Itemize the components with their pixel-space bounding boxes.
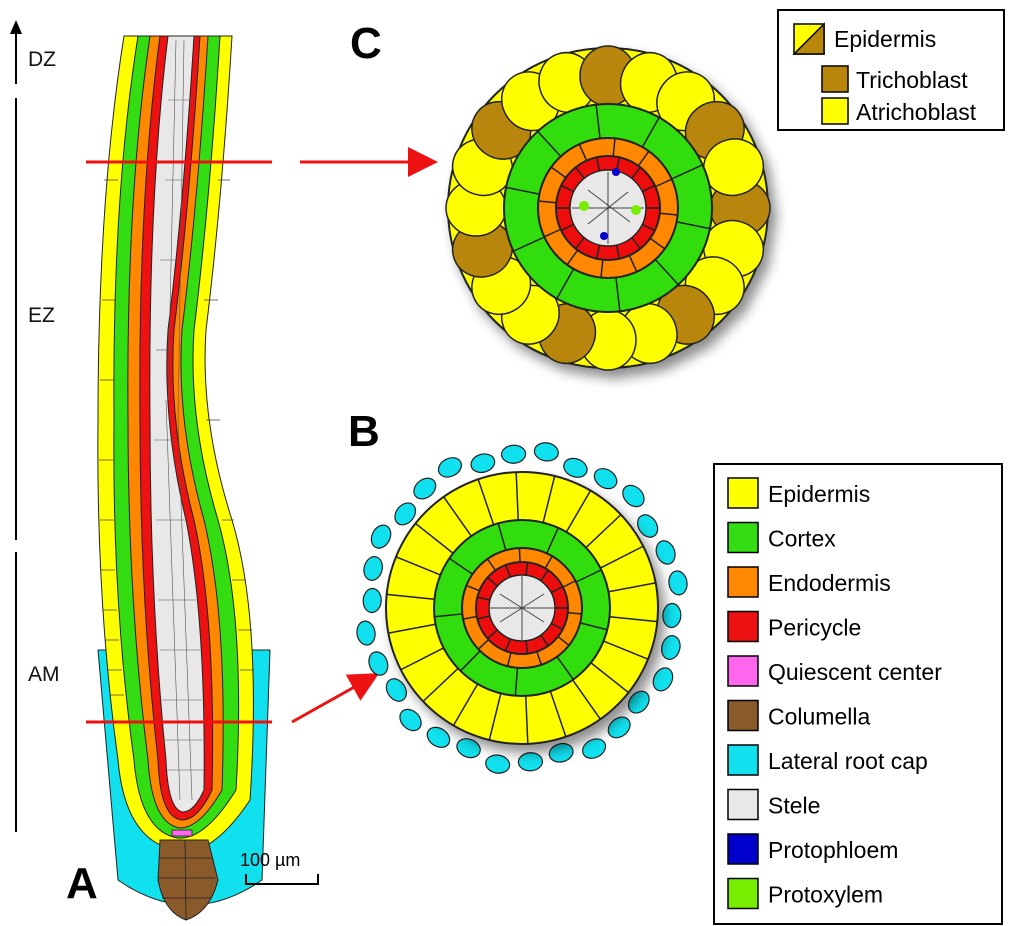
legend-b-swatch-pericycle (728, 612, 758, 642)
legend-c: Epidermis Trichoblast Atrichoblast (778, 10, 1004, 130)
legend-b-swatch-protophloem (728, 834, 758, 864)
legend-b: EpidermisCortexEndodermisPericycleQuiesc… (714, 464, 1002, 924)
lateral-root-cap-cell (410, 474, 440, 503)
columella (158, 840, 218, 920)
legend-b-label-cortex: Cortex (768, 526, 836, 552)
lateral-root-cap-cell (561, 455, 590, 480)
lateral-root-cap-cell (518, 752, 543, 771)
zone-axis: DZ EZ AM (10, 20, 60, 832)
legend-b-label-endodermis: Endodermis (768, 570, 891, 596)
legend-c-title-swatch (794, 24, 824, 54)
legend-b-swatch-endodermis (728, 567, 758, 597)
legend-b-swatch-lateral-root-cap (728, 745, 758, 775)
legend-b-swatch-columella (728, 701, 758, 731)
lateral-root-cap-cell (361, 555, 385, 583)
lateral-root-cap-cell (653, 538, 678, 567)
legend-b-swatch-cortex (728, 523, 758, 553)
arrow-to-b (292, 676, 374, 722)
lateral-root-cap-cell (423, 723, 453, 751)
lateral-root-cap-cell (591, 465, 621, 493)
protoxylem-c2 (631, 205, 641, 215)
protoxylem-c1 (579, 201, 589, 211)
panel-label-a: A (66, 859, 98, 908)
lateral-root-cap-cell (659, 634, 683, 662)
longitudinal-root (98, 36, 270, 920)
lateral-root-cap-cell (604, 713, 634, 742)
legend-b-swatch-protoxylem (728, 879, 758, 909)
zone-label-am: AM (28, 663, 60, 686)
lateral-root-cap-cell (435, 454, 465, 481)
legend-b-label-quiescent-center: Quiescent center (768, 659, 942, 685)
cross-section-b (355, 441, 689, 775)
lateral-root-cap-cell (368, 522, 395, 552)
legend-b-swatch-stele (728, 790, 758, 820)
legend-b-swatch-epidermis (728, 478, 758, 508)
zone-label-dz: DZ (28, 48, 56, 71)
lateral-root-cap-cell (662, 603, 681, 628)
legend-b-swatch-quiescent-center (728, 656, 758, 686)
lateral-root-cap-cell (363, 588, 382, 613)
zone-label-ez: EZ (28, 304, 55, 327)
cross-section-c (445, 45, 770, 370)
legend-b-label-epidermis: Epidermis (768, 481, 870, 507)
legend-b-label-stele: Stele (768, 793, 820, 819)
lateral-root-cap-cell (579, 735, 609, 762)
lateral-root-cap-cell (501, 445, 526, 464)
lateral-root-cap-cell (396, 705, 426, 735)
legend-c-label-trichoblast: Trichoblast (856, 67, 968, 93)
scale-bar-label: 100 µm (240, 850, 300, 870)
protophloem-c1 (612, 168, 620, 176)
lateral-root-cap-cell (619, 481, 649, 511)
cell-wall (519, 548, 520, 562)
lateral-root-cap-cell (649, 665, 676, 695)
quiescent-center (172, 830, 192, 836)
legend-b-label-protoxylem: Protoxylem (768, 882, 883, 908)
legend-b-label-columella: Columella (768, 704, 870, 730)
legend-c-swatch-atrichoblast (822, 98, 848, 124)
lateral-root-cap-cell (355, 620, 377, 647)
legend-c-swatch-trichoblast (822, 66, 848, 92)
lateral-root-cap-cell (366, 649, 391, 678)
lateral-root-cap-cell (469, 451, 497, 475)
panel-label-c: C (350, 19, 382, 68)
lateral-root-cap-cell (667, 570, 689, 597)
lateral-root-cap-cell (547, 741, 575, 765)
legend-b-label-lateral-root-cap: Lateral root cap (768, 748, 928, 774)
lateral-root-cap-cell (454, 735, 483, 760)
protophloem-c2 (600, 232, 608, 240)
legend-c-title: Epidermis (834, 26, 936, 52)
lateral-root-cap-cell (484, 753, 510, 774)
lateral-root-cap-cell (533, 441, 559, 462)
legend-c-label-atrichoblast: Atrichoblast (856, 99, 977, 125)
panel-label-b: B (348, 407, 380, 456)
legend-b-label-protophloem: Protophloem (768, 837, 898, 863)
legend-b-label-pericycle: Pericycle (768, 615, 861, 641)
